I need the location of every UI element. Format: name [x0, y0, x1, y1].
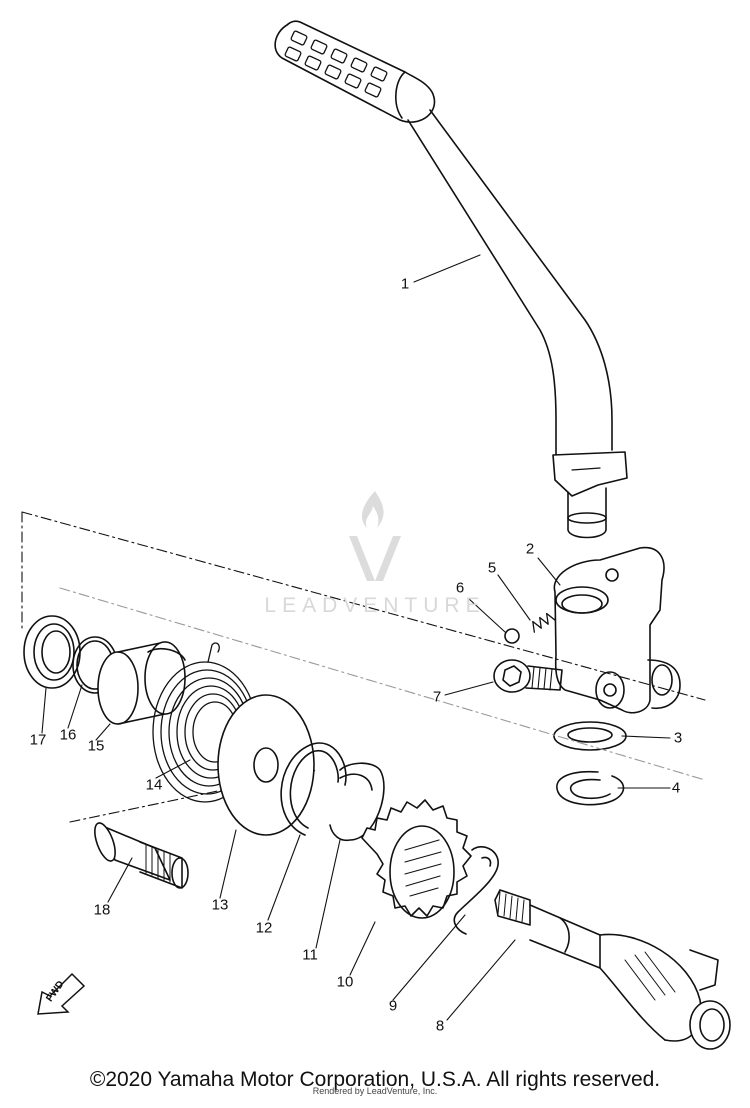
kick-lever: [274, 20, 628, 539]
callout-5: 5: [487, 559, 497, 577]
washer: [553, 721, 627, 751]
callout-3: 3: [673, 729, 683, 747]
watermark-text: LEADVENTURE: [264, 594, 486, 617]
callout-1: 1: [400, 275, 410, 293]
callout-6: 6: [455, 579, 465, 597]
callout-11: 11: [302, 946, 318, 964]
kick-gear: [361, 799, 472, 919]
rendered-by-text: Rendered by LeadVenture, Inc.: [312, 1086, 438, 1096]
spring: [532, 612, 556, 633]
ball: [504, 628, 520, 644]
clip-spring: [453, 846, 499, 935]
spring-holder: [97, 641, 186, 725]
callout-15: 15: [87, 737, 105, 755]
leader-lines: [41, 254, 671, 1021]
plate: [217, 694, 315, 836]
bolt: [493, 659, 563, 693]
callout-7: 7: [432, 688, 442, 706]
callout-4: 4: [671, 779, 681, 797]
circlip: [556, 770, 625, 806]
leadventure-logo-icon: [349, 491, 401, 581]
callout-2: 2: [525, 540, 535, 558]
callout-10: 10: [336, 973, 354, 991]
fwd-arrow-icon: [37, 972, 86, 1015]
oil-seal: [23, 615, 81, 689]
callout-8: 8: [435, 1017, 445, 1035]
callout-18: 18: [93, 901, 111, 919]
copyright-text: ©2020 Yamaha Motor Corporation, U.S.A. A…: [89, 1068, 661, 1091]
pin-shaft: [94, 822, 189, 889]
callout-9: 9: [388, 997, 398, 1015]
spring-clip: [329, 762, 385, 842]
assembly-lines: [21, 511, 706, 823]
callout-14: 14: [145, 776, 163, 794]
callout-13: 13: [211, 896, 229, 914]
clip: [280, 742, 347, 836]
kick-boss: [553, 546, 681, 714]
callout-17: 17: [29, 731, 47, 749]
callout-16: 16: [59, 726, 77, 744]
kick-shaft: [494, 889, 731, 1050]
callout-12: 12: [255, 919, 273, 937]
